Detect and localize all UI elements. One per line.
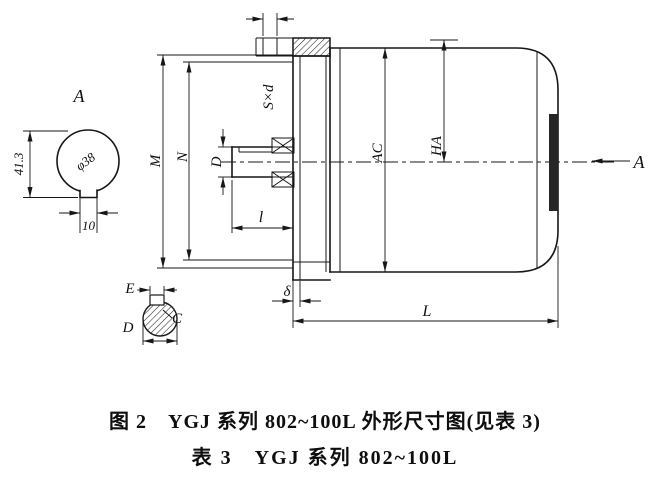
keyway-slot xyxy=(79,189,98,199)
dim-n-label: N xyxy=(175,151,191,163)
figure-caption: 图 2 YGJ 系列 802~100L 外形尺寸图(见表 3) xyxy=(109,411,541,433)
dim-d-label: D xyxy=(209,156,225,168)
keyway-mask xyxy=(80,188,97,198)
dim-d-small-label: D xyxy=(122,320,134,336)
bore-diameter-label: φ38 xyxy=(73,149,99,173)
keyway-height-label: 41.3 xyxy=(11,152,26,175)
dim-c-label: C xyxy=(172,311,183,327)
dim-l-label: l xyxy=(259,209,264,226)
view-a-label: A xyxy=(73,86,86,106)
dim-ha-label: HA xyxy=(429,135,445,157)
hatched-flange-block xyxy=(292,37,331,57)
rear-shaft-strip xyxy=(549,114,558,211)
dimension-annotations: S×d M N D AC HA l xyxy=(148,13,646,328)
dim-delta-label: δ xyxy=(284,284,292,300)
keyway-notch xyxy=(149,294,165,306)
motor-outline xyxy=(221,37,616,281)
view-a-detail: A φ38 10 41.3 xyxy=(11,86,120,233)
dim-e-label: E xyxy=(124,281,134,297)
dim-ac-label: AC xyxy=(370,142,386,163)
dim-m-label: M xyxy=(148,153,164,168)
section-arrow-label: A xyxy=(633,152,646,172)
table-title: 表 3 YGJ 系列 802~100L xyxy=(191,447,459,469)
dim-sxd-label: S×d xyxy=(261,84,277,110)
dimension-drawing: A φ38 10 41.3 E xyxy=(11,13,646,345)
dim-length-label: L xyxy=(422,303,432,320)
shaft-end-detail: E D C xyxy=(122,281,183,345)
keyway-width-label: 10 xyxy=(82,218,96,233)
